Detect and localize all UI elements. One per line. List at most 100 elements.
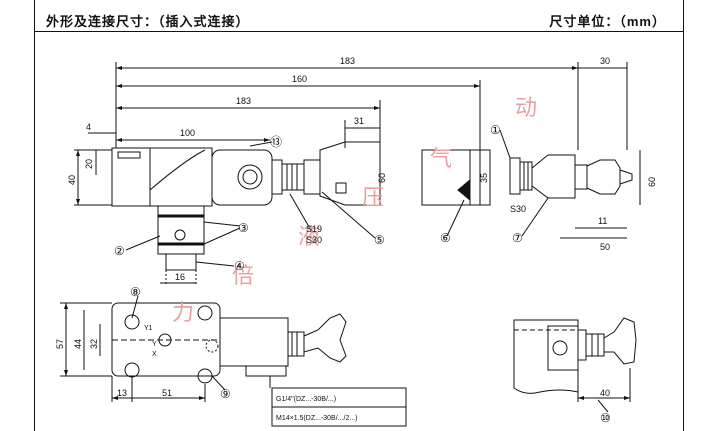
leader-1 [499,129,511,159]
callout-8: ⑧ [130,285,141,299]
connector-nut-1 [271,159,283,195]
dim-51: 51 [162,388,172,398]
dim-20: 20 [84,159,94,169]
stem-hole [174,229,186,241]
valve-curve [149,149,206,191]
plan-plug [303,313,347,363]
connector-nut-2 [281,163,305,191]
dim-16: 16 [175,272,185,282]
plug-5-body [319,141,381,206]
port-y: Y [152,341,157,348]
dim-50: 50 [600,242,610,252]
side-view-nut [585,333,605,357]
dim-32: 32 [89,339,99,349]
plan-port-a [158,333,172,347]
leader-9 [211,375,226,391]
port-x: X [152,351,157,358]
plan-hole-tr [197,305,213,321]
dim-183-top: 183 [340,56,355,66]
plan-coil [219,317,289,367]
watermark: 力 倍 液 压 气 动 [172,96,537,326]
valve-body-inner [111,148,151,206]
port-y1: Y1 [144,325,153,332]
dim-s30-right: S30 [510,204,526,214]
dim-100: 100 [180,128,195,138]
dim-11: 11 [598,216,607,226]
right-plug-tip [619,169,633,185]
callout-1: ① [490,123,501,137]
dim-4: 4 [86,122,91,132]
dim-30: 30 [600,56,610,66]
socket-6-ring [469,149,491,206]
leader-13 [249,141,273,147]
coil-circle-inner [242,169,258,185]
drawing-frame [34,0,684,431]
leader-7 [521,197,549,237]
callout-4: ④ [234,259,245,273]
leader-6 [446,199,465,237]
leader-10 [597,399,609,413]
side-view-hole [552,340,568,356]
dim-60: 60 [377,173,387,183]
plan-port-b [205,339,219,353]
callout-3: ③ [238,221,249,235]
watermark-char-2: 倍 [232,264,254,289]
leader-5 [321,191,376,239]
dim-31: 31 [354,116,364,126]
title-bar: 外形及连接尺寸：（插入式连接） 尺寸单位：（mm） [34,0,684,32]
leader-3b [203,227,241,245]
leader-4 [195,261,235,267]
coil-housing [211,149,273,206]
callout-2: ② [114,244,125,258]
callout-10: ⑩ [600,411,611,425]
dim-35: 35 [479,173,489,183]
right-plug-body [531,154,576,199]
leader-2 [125,235,161,251]
valve-body [111,147,213,207]
dim-s19: S19 [306,224,322,234]
page-title: 外形及连接尺寸：（插入式连接） [46,14,250,29]
watermark-char-6: 动 [515,96,537,121]
unit-label: 尺寸单位：（mm） [549,14,666,29]
right-plug-ring [574,164,588,190]
watermark-char-1: 力 [172,301,194,326]
plan-nut [287,331,305,357]
watermark-char-3: 液 [298,225,320,250]
callout-13: ⑬ [270,135,282,149]
connector-sleeve [303,159,321,195]
watermark-char-4: 压 [362,186,384,211]
dim-40: 40 [67,175,77,185]
dim-60-right: 60 [647,177,657,187]
dim-44: 44 [73,339,83,349]
plan-hole-tl [124,314,140,330]
socket-6-body [421,149,481,206]
watermark-char-5: 气 [430,147,452,172]
side-view-body [513,319,579,394]
dim-183-mid: 183 [236,96,251,106]
leader-s19 [289,193,313,233]
dim-160: 160 [292,74,307,84]
valve-port [117,151,141,159]
right-plug-cap [586,159,621,195]
right-flange [509,157,521,195]
plan-hole-bl [124,362,140,378]
note-g14: G1/4"(DZ...-30B/...) [276,396,336,403]
callout-5: ⑤ [374,233,385,247]
note-m14: M14×1.5(DZ...-30B/.../2...) [276,415,358,422]
dim-40-side: 40 [600,388,610,398]
plan-terminal [245,365,287,377]
stem-tip [165,253,197,271]
leader-3a [203,221,241,227]
side-view-plug [603,317,637,365]
dim-s30-left: S30 [306,235,322,245]
coil-circle-outer [237,164,263,190]
side-view-flange [577,329,587,361]
dim-13: 13 [117,388,127,398]
callout-6: ⑥ [440,231,451,245]
dim-57: 57 [55,339,65,349]
callout-9: ⑨ [220,387,231,401]
callout-7: ⑦ [512,231,523,245]
socket-6-arrow [457,178,471,202]
